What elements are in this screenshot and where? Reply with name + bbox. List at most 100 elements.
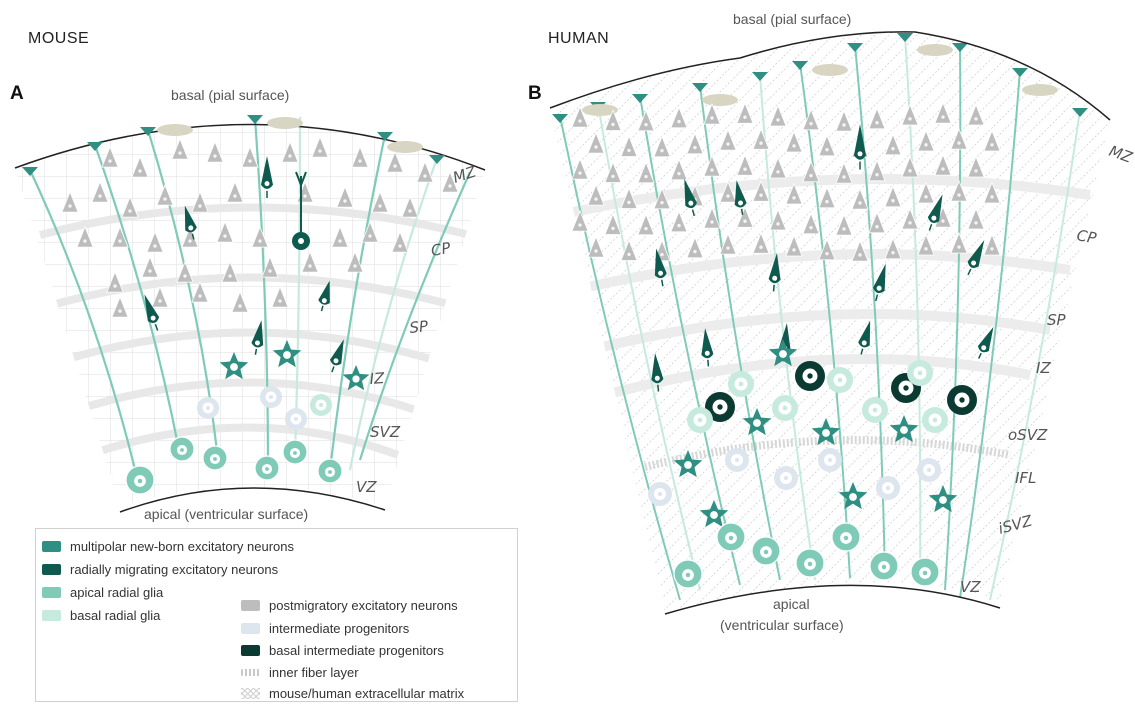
neuron-nucleus [627,149,630,152]
neuron-nucleus [759,142,762,145]
neuron-nucleus [578,223,581,226]
human-apical-label-line1: apical [773,596,810,612]
neuron-nucleus [223,234,226,237]
neuron-nucleus [941,167,944,170]
legend-item-ecm: mouse/human extracellular matrix [241,686,464,701]
neuron-nucleus [660,149,663,152]
migrating-neuron-trail [774,285,775,292]
neuron-nucleus [153,244,156,247]
neuron-nucleus [974,117,977,120]
ring-dot [698,418,703,423]
legend-label: postmigratory excitatory neurons [269,598,458,613]
ring-dot [269,395,273,399]
panel-a-label: A [10,83,24,105]
glia-nucleolus [686,573,690,577]
neuron-nucleus [710,168,713,171]
neuron-nucleus [238,304,241,307]
ring-dot [206,406,210,410]
neuron-nucleus [233,194,236,197]
legend-label: apical radial glia [70,585,163,600]
human-title: HUMAN [548,30,609,48]
meningeal-cell [267,117,303,129]
neuron-nucleus [393,164,396,167]
neuron-nucleus [908,169,911,172]
neuron-nucleus [776,222,779,225]
legend-item-basal-rg: basal radial glia [42,608,160,623]
mouse-title: MOUSE [28,30,89,48]
neuron-nucleus [660,201,663,204]
legend: multipolar new-born excitatory neurons r… [35,528,518,702]
migrating-neuron-trail [708,360,709,367]
neuron-nucleus [825,200,828,203]
neuron-nucleus [163,197,166,200]
neuron-nucleus [358,159,361,162]
neuron-nucleus [693,146,696,149]
legend-swatch-fiber [241,669,260,676]
glia-nucleolus [808,562,812,566]
neuron-nucleus [710,220,713,223]
neuron-nucleus [743,220,746,223]
neuron-nucleus [448,184,451,187]
neuron-nucleus [644,123,647,126]
ring-dot [918,371,923,376]
neuron-nucleus [578,119,581,122]
neuron-nucleus [68,204,71,207]
neuron-nucleus [644,175,647,178]
neuron-nucleus [298,238,304,244]
neuron-nucleus [974,221,977,224]
neuron-nucleus [990,247,993,250]
neuron-nucleus [138,169,141,172]
legend-label: intermediate progenitors [269,621,409,636]
neuron-nucleus [849,493,857,501]
neuron-nucleus [318,149,321,152]
ring-dot [873,408,878,413]
neuron-nucleus [726,194,729,197]
neuron-nucleus [158,299,161,302]
meningeal-cell [917,44,953,56]
legend-label: inner fiber layer [269,665,359,680]
human-zone-label-iz: IZ [1036,359,1051,377]
glia-nucleolus [844,536,848,540]
legend-item-apical-rg: apical radial glia [42,585,163,600]
neuron-nucleus [891,199,894,202]
neuron-nucleus [118,309,121,312]
mouse-zone-label-sp: SP [409,317,430,337]
neuron-nucleus [900,426,908,434]
neuron-nucleus [924,247,927,250]
neuron-nucleus [248,159,251,162]
neuron-nucleus [957,141,960,144]
legend-label: multipolar new-born excitatory neurons [70,539,294,554]
legend-swatch-bip [241,645,260,656]
legend-item-postmigratory: postmigratory excitatory neurons [241,598,458,613]
neuron-nucleus [594,249,597,252]
migrating-neuron-trail [255,349,256,355]
neuron-nucleus [198,294,201,297]
human-apical-label-line2: (ventricular surface) [720,617,844,633]
neuron-nucleus [283,351,291,359]
neuron-nucleus [353,264,356,267]
neuron-nucleus [957,245,960,248]
legend-swatch-migrating [42,564,61,575]
neuron-nucleus [408,209,411,212]
human-cortex-diagram: basal (pial surface)apical(ventricular s… [530,11,1135,640]
neuron-nucleus [258,239,261,242]
ring-dot [784,476,788,480]
human-zone-label-sp: SP [1047,311,1067,329]
neuron-nucleus [288,154,291,157]
neuron-nucleus [188,239,191,242]
legend-label: radially migrating excitatory neurons [70,562,278,577]
neuron-nucleus [611,227,614,230]
panel-b-label: B [528,83,542,105]
neuron-nucleus [677,172,680,175]
legend-item-bip: basal intermediate progenitors [241,643,444,658]
neuron-nucleus [825,148,828,151]
legend-item-fiber: inner fiber layer [241,665,359,680]
neuron-nucleus [693,250,696,253]
neuron-nucleus [398,244,401,247]
mouse-zone-label-iz: IZ [369,369,386,388]
ring-dot [927,468,931,472]
neuron-nucleus [83,239,86,242]
ring-dot [838,378,843,383]
neuron-nucleus [230,363,238,371]
neuron-nucleus [875,225,878,228]
